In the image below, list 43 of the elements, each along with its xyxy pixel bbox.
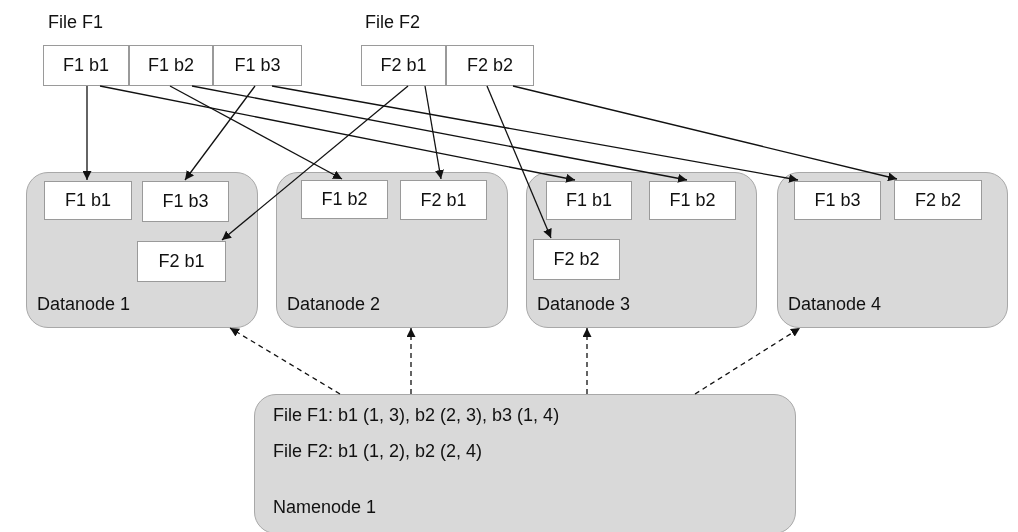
arrow <box>271 85 799 183</box>
arrow <box>486 85 552 239</box>
block-box: F2 b2 <box>533 239 620 280</box>
block-box: F1 b1 <box>44 181 132 220</box>
file-label: File F2 <box>365 12 420 33</box>
block-box: F2 b2 <box>446 45 534 86</box>
block-box: F1 b3 <box>794 181 881 220</box>
datanode-panel <box>526 172 757 328</box>
arrow <box>99 85 576 183</box>
block-box: F1 b2 <box>649 181 736 220</box>
arrow <box>512 85 898 182</box>
file-label: File F1 <box>48 12 103 33</box>
block-box: F2 b1 <box>137 241 226 282</box>
arrow <box>184 85 256 181</box>
namenode-panel <box>254 394 796 532</box>
dashed-arrow <box>406 327 416 395</box>
metadata-text: File F1: b1 (1, 3), b2 (2, 3), b3 (1, 4) <box>273 405 560 426</box>
arrow <box>221 85 409 241</box>
node-title: Datanode 1 <box>37 294 131 315</box>
node-title: Datanode 4 <box>788 294 882 315</box>
arrow <box>82 85 92 181</box>
node-title: Datanode 3 <box>537 294 631 315</box>
block-box: F2 b1 <box>400 180 487 220</box>
block-box: F1 b2 <box>129 45 213 86</box>
arrow <box>424 85 444 180</box>
block-box: F1 b3 <box>213 45 302 86</box>
metadata-text: File F2: b1 (1, 2), b2 (2, 4) <box>273 441 483 462</box>
block-box: F1 b1 <box>43 45 129 86</box>
block-box: F1 b3 <box>142 181 229 222</box>
arrow <box>169 85 343 180</box>
node-title: Namenode 1 <box>273 497 377 518</box>
datanode-panel <box>777 172 1008 328</box>
block-box: F2 b1 <box>361 45 446 86</box>
datanode-panel <box>276 172 508 328</box>
datanode-panel <box>26 172 258 328</box>
dashed-arrow <box>694 327 801 395</box>
dashed-arrow <box>229 327 341 395</box>
node-title: Datanode 2 <box>287 294 381 315</box>
dashed-arrow <box>582 327 592 395</box>
block-box: F1 b2 <box>301 180 388 219</box>
block-box: F2 b2 <box>894 180 982 220</box>
arrow <box>191 85 688 183</box>
block-box: F1 b1 <box>546 181 632 220</box>
